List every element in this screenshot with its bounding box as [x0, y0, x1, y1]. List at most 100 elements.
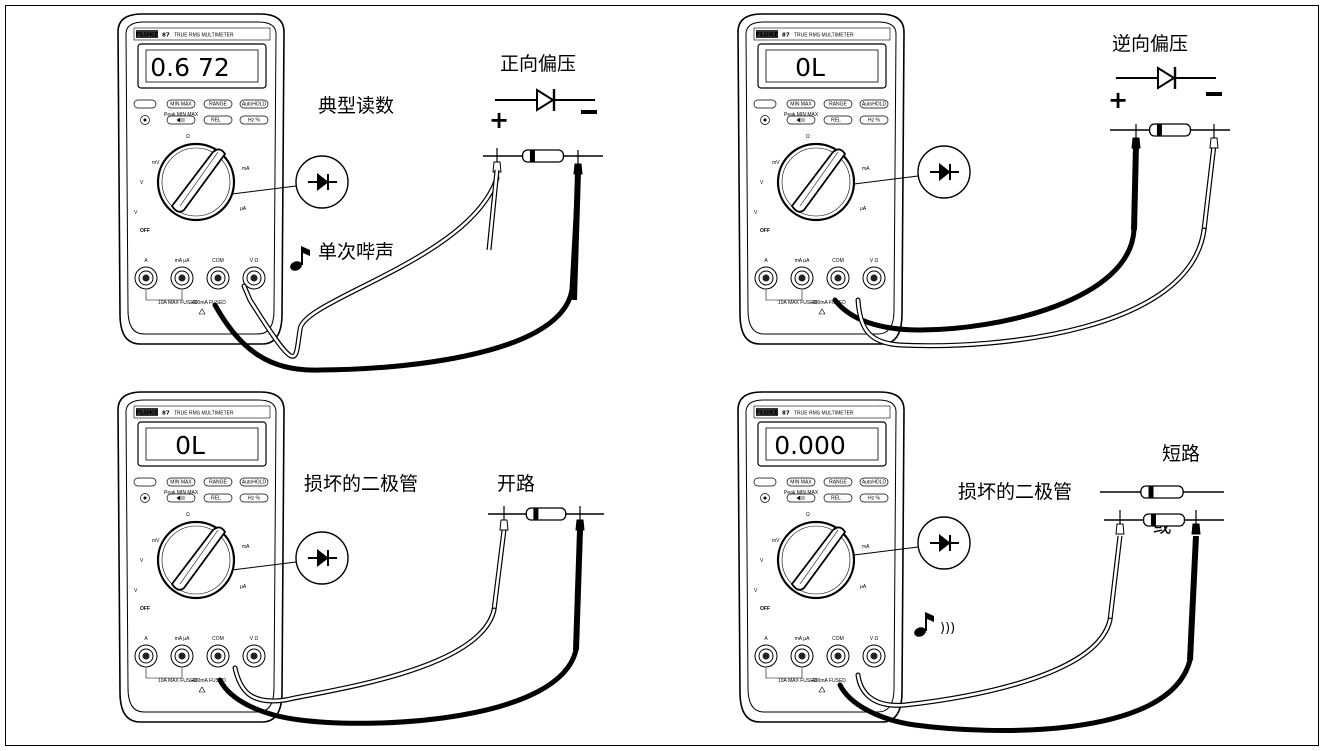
min-max-button[interactable] [786, 99, 816, 109]
beeper-button[interactable] [786, 115, 816, 125]
input-jack-hole [798, 652, 806, 660]
lcd-reading: 0.000 [774, 431, 846, 460]
v-label: V [140, 180, 144, 186]
fuse-label-2: 400mA FUSED [192, 678, 226, 684]
ua-label: μA [240, 584, 247, 590]
black-lead-outline [217, 647, 579, 726]
range-button[interactable] [203, 477, 233, 487]
diode-component [1104, 513, 1224, 527]
min-max-button[interactable] [786, 477, 816, 487]
min-max-button[interactable] [166, 477, 196, 487]
blank-button[interactable] [133, 477, 157, 487]
mv-label: mV [152, 160, 160, 166]
forward-bias-label: 正向偏压 [500, 53, 576, 75]
autohold-button[interactable] [859, 477, 889, 487]
meter-header [753, 27, 891, 41]
sun-icon [143, 118, 147, 122]
min-max-label: MIN MAX [170, 102, 192, 108]
blank-button[interactable] [753, 99, 777, 109]
off-label: OFF [140, 606, 150, 612]
peak-label: Peak MIN MAX [784, 112, 819, 118]
speaker-icon [796, 117, 805, 123]
hz-button[interactable] [239, 493, 269, 503]
red-lead-fill [856, 228, 1206, 347]
rel-button[interactable] [203, 493, 233, 503]
diode-icon [930, 162, 959, 182]
rel-label: REL [211, 118, 221, 124]
autohold-button[interactable] [239, 99, 269, 109]
model-number: 87 [162, 33, 170, 39]
fluke-logo-bg [136, 408, 158, 416]
continuous-beep-waves: ))) [940, 621, 955, 636]
dial-knob [790, 148, 847, 213]
jack-label: V Ω [250, 258, 259, 264]
autohold-button[interactable] [239, 477, 269, 487]
speaker-icon [796, 495, 805, 501]
figure-frame [5, 5, 1319, 746]
v-label: V [760, 180, 764, 186]
reverse-bias-label: 逆向偏压 [1112, 33, 1188, 55]
v-ac-label: V [754, 588, 758, 594]
red-probe [1209, 124, 1219, 149]
plus-sign: + [1108, 86, 1128, 114]
autohold-label: AutoHOLD [242, 480, 267, 486]
ohm-label: Ω [186, 134, 190, 140]
diode-callout [295, 531, 349, 585]
mv-label: mV [772, 538, 780, 544]
v-ac-label: V [134, 588, 138, 594]
range-button[interactable] [823, 477, 853, 487]
ua-label: μA [860, 584, 867, 590]
rel-button[interactable] [823, 115, 853, 125]
hz-button[interactable] [239, 115, 269, 125]
autohold-button[interactable] [859, 99, 889, 109]
diode-callout [917, 516, 971, 570]
music-note-icon [914, 612, 934, 637]
blank-button[interactable] [753, 477, 777, 487]
range-label: RANGE [209, 480, 227, 486]
hz-button[interactable] [859, 493, 889, 503]
jack-label: COM [832, 636, 844, 642]
typical-reading-label: 典型读数 [318, 95, 394, 117]
beeper-button[interactable] [166, 493, 196, 503]
rel-button[interactable] [203, 115, 233, 125]
jack-label: mA μA [795, 258, 810, 264]
ohm-label: Ω [806, 512, 810, 518]
diode-body [1140, 485, 1184, 499]
diode-band [533, 508, 539, 520]
rel-label: REL [831, 496, 841, 502]
input-jack-hole [834, 652, 842, 660]
dial-pointer [799, 151, 839, 207]
short-diode-component [1100, 485, 1224, 499]
v-ac-label: V [754, 210, 758, 216]
input-jack-hole [870, 652, 878, 660]
fuse-bracket [145, 290, 183, 301]
min-max-button[interactable] [166, 99, 196, 109]
autohold-label: AutoHOLD [242, 102, 267, 108]
rotary-dial-inner [781, 147, 851, 217]
range-button[interactable] [203, 99, 233, 109]
range-button[interactable] [823, 99, 853, 109]
red-probe [499, 506, 509, 531]
reverse-bias-symbol [1116, 66, 1216, 90]
diode-callout [917, 145, 971, 199]
input-jack-hole [178, 652, 186, 660]
warning-icon [818, 308, 826, 315]
min-max-label: MIN MAX [790, 102, 812, 108]
beeper-button[interactable] [166, 115, 196, 125]
jack-label: A [144, 258, 148, 264]
fluke-logo-bg [756, 408, 778, 416]
short-circuit-label: 短路 [1162, 443, 1200, 465]
jack-label: A [764, 636, 768, 642]
hz-button[interactable] [859, 115, 889, 125]
blank-button[interactable] [133, 99, 157, 109]
ma-label: mA [242, 544, 250, 550]
jack-label: V Ω [250, 636, 259, 642]
beeper-button[interactable] [786, 493, 816, 503]
rel-button[interactable] [823, 493, 853, 503]
fuse-label-2: 400mA FUSED [192, 300, 226, 306]
fuse-bracket [765, 668, 803, 679]
callout-leader [853, 175, 919, 185]
